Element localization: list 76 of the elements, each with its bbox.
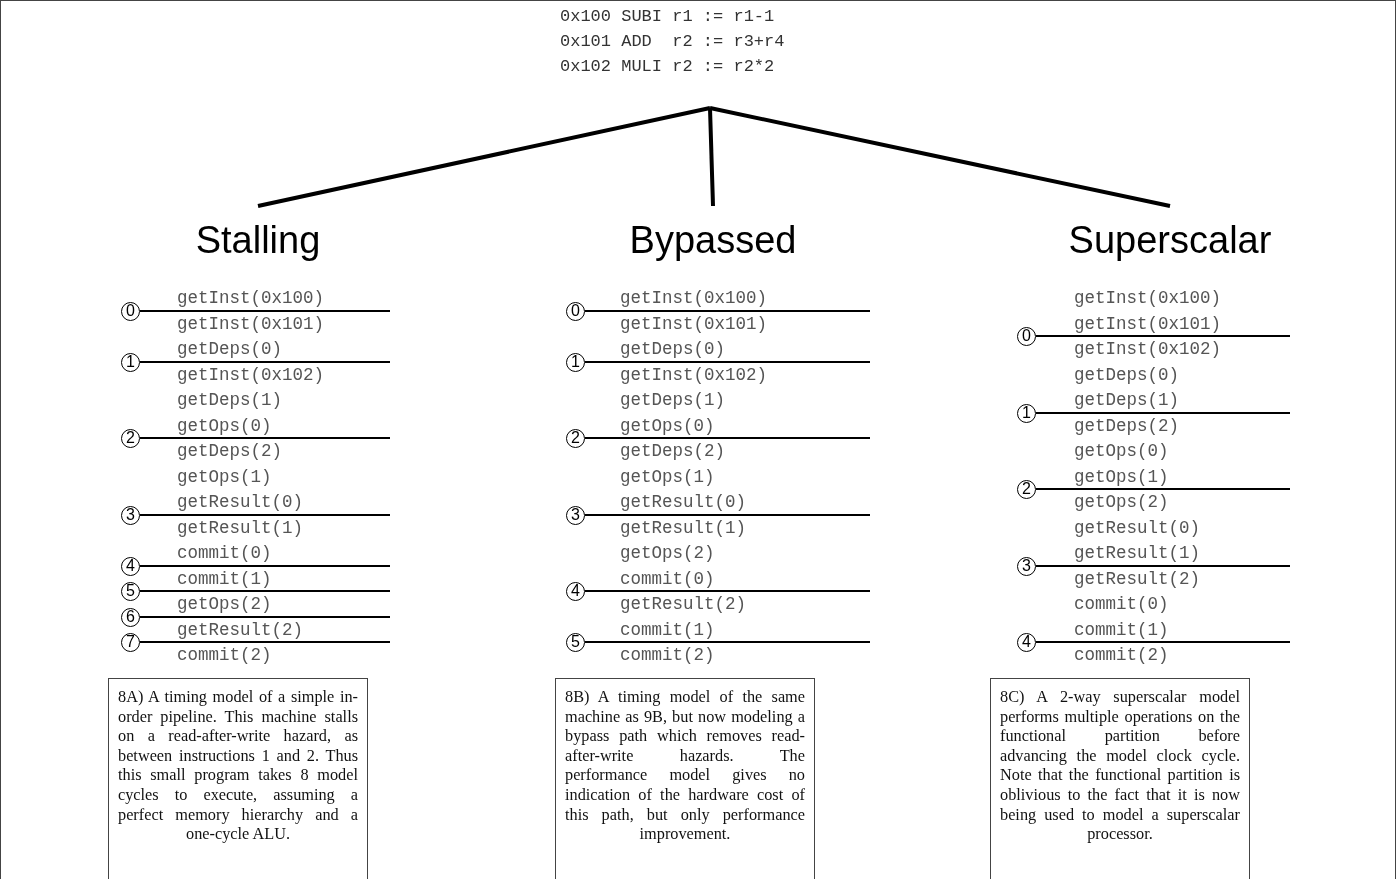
code-line: 0x101 ADD r2 := r3+r4	[560, 31, 786, 53]
function-call: getResult(2)	[1074, 567, 1201, 590]
function-call: getInst(0x101)	[177, 312, 325, 335]
cycle-number: 3	[1017, 556, 1036, 576]
function-call: commit(2)	[620, 644, 715, 666]
function-call: getDeps(2)	[620, 440, 726, 462]
function-call: commit(0)	[620, 567, 715, 590]
cycle-number: 0	[1017, 326, 1036, 346]
function-call: getInst(0x100)	[620, 287, 768, 309]
cycle-number: 5	[566, 632, 585, 652]
code-line: 0x102 MULI r2 := r2*2	[560, 56, 776, 78]
function-call: getDeps(1)	[1074, 389, 1180, 411]
cycle-number: 4	[566, 581, 585, 601]
cycle-number: 1	[566, 352, 585, 372]
function-call: getResult(2)	[177, 618, 304, 641]
function-call: getResult(0)	[620, 491, 747, 513]
cycle-number: 3	[566, 505, 585, 525]
function-call: getDeps(2)	[177, 440, 283, 462]
function-call: getOps(0)	[177, 414, 272, 437]
connector-line	[257, 106, 711, 208]
cycle-number: 0	[121, 301, 140, 321]
cycle-number: 2	[1017, 479, 1036, 499]
function-call: getInst(0x102)	[620, 363, 768, 386]
caption-box: 8C) A 2-way superscalar model performs multiple operations on the functional partition before advancing the model clock cycle. Note that the functional partition is oblivious to the fact that it is now being used to model a superscalar processor.	[990, 678, 1250, 879]
function-call: commit(2)	[177, 644, 272, 666]
function-call: getOps(2)	[1074, 491, 1169, 513]
function-call: getOps(1)	[620, 465, 715, 488]
function-call: getResult(0)	[177, 491, 304, 513]
function-call: getResult(1)	[177, 516, 304, 539]
function-call: getInst(0x102)	[1074, 338, 1222, 360]
cycle-number: 4	[121, 556, 140, 576]
function-call: commit(1)	[620, 618, 715, 641]
function-call: getResult(1)	[1074, 542, 1201, 564]
caption-box: 8B) A timing model of the same machine as 9B, but now modeling a bypass path which removes read-after-write hazards. The performance model gives no indication of the hardware cost of this path, but only performance improvement.	[555, 678, 815, 879]
code-line: 0x100 SUBI r1 := r1-1	[560, 6, 776, 28]
function-call: commit(1)	[177, 567, 272, 590]
caption-box: 8A) A timing model of a simple in-order pipeline. This machine stalls on a read-after-write hazard, as between instructions 1 and 2. Thus this small program takes 8 model cycles to execute, assuming a perfect memory hierarchy and a one-cycle ALU.	[108, 678, 368, 879]
function-call: getDeps(0)	[620, 338, 726, 360]
function-call: getInst(0x101)	[620, 312, 768, 335]
function-call: getDeps(0)	[1074, 363, 1180, 386]
cycle-number: 7	[121, 632, 140, 652]
function-call: getDeps(2)	[1074, 414, 1180, 437]
function-call: getDeps(0)	[177, 338, 283, 360]
cycle-number: 4	[1017, 632, 1036, 652]
cycle-number: 2	[121, 428, 140, 448]
cycle-number: 1	[1017, 403, 1036, 423]
function-call: getOps(0)	[1074, 440, 1169, 462]
function-call: getDeps(1)	[177, 389, 283, 411]
function-call: getInst(0x100)	[177, 287, 325, 309]
function-call: getOps(2)	[620, 542, 715, 564]
function-call: getOps(2)	[177, 593, 272, 615]
function-call: getInst(0x100)	[1074, 287, 1222, 309]
column-heading: Superscalar	[1020, 206, 1320, 262]
cycle-number: 0	[566, 301, 585, 321]
function-call: getInst(0x101)	[1074, 312, 1222, 335]
function-call: commit(0)	[177, 542, 272, 564]
function-call: getDeps(1)	[620, 389, 726, 411]
function-call: getInst(0x102)	[177, 363, 325, 386]
connector-line	[708, 107, 715, 207]
cycle-number: 3	[121, 505, 140, 525]
function-call: getOps(1)	[1074, 465, 1169, 488]
column-heading: Bypassed	[563, 206, 863, 262]
column-heading: Stalling	[108, 206, 408, 262]
function-call: commit(1)	[1074, 618, 1169, 641]
cycle-number: 5	[121, 581, 140, 601]
cycle-number: 6	[121, 607, 140, 627]
connector-line	[709, 106, 1171, 208]
function-call: getResult(2)	[620, 593, 747, 615]
function-call: getResult(0)	[1074, 516, 1201, 539]
cycle-number: 1	[121, 352, 140, 372]
cycle-number: 2	[566, 428, 585, 448]
function-call: getOps(0)	[620, 414, 715, 437]
function-call: getOps(1)	[177, 465, 272, 488]
function-call: getResult(1)	[620, 516, 747, 539]
function-call: commit(2)	[1074, 644, 1169, 666]
function-call: commit(0)	[1074, 593, 1169, 615]
